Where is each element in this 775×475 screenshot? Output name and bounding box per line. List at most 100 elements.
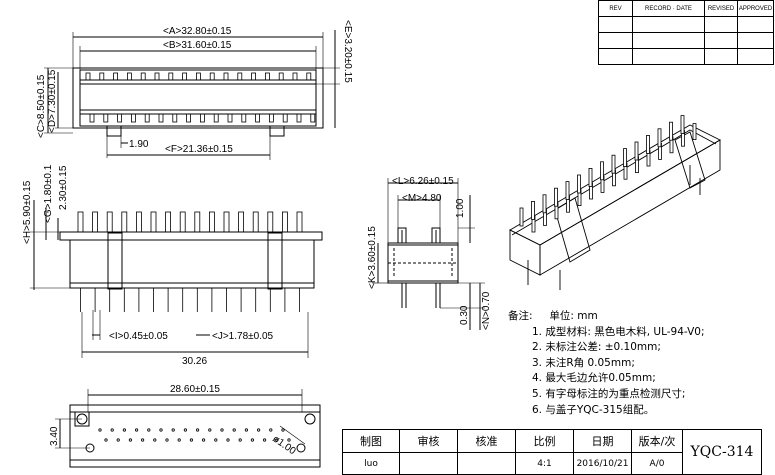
title-header-row: 制图 审核 核准 比例 日期 版本/次 YQC-314: [342, 429, 762, 475]
pin-top-row: [99, 72, 105, 81]
pin-bottom-row: [213, 113, 219, 123]
pin-bottom-row: [255, 113, 261, 123]
hole-upper: [135, 428, 139, 432]
scale-header: 比例: [515, 429, 574, 453]
pin-top-row: [154, 72, 160, 81]
date-header: 日期: [573, 429, 632, 453]
revision-cell: [632, 32, 705, 49]
hole-lower: [202, 438, 206, 442]
hole-lower: [214, 438, 218, 442]
dim-side-bottom: 0.30: [459, 305, 470, 325]
checked-by-header: 审核: [399, 429, 458, 453]
pin-upper: [252, 211, 259, 233]
revision-cell: [704, 16, 738, 33]
drawn-by-header: 制图: [342, 429, 400, 453]
dim-e: <E>3.20±0.15: [342, 20, 353, 83]
hole-upper: [220, 428, 224, 432]
iso-pin-front: [646, 134, 650, 154]
revision-cell: [632, 16, 705, 33]
pin-bottom-row: [227, 113, 233, 123]
pin-upper: [208, 211, 215, 233]
hole-upper: [122, 428, 127, 432]
bottom-view: [55, 389, 321, 468]
hole-upper: [183, 428, 187, 432]
iso-pin-front: [531, 200, 535, 220]
hole-lower: [226, 438, 230, 442]
isometric-view: [509, 115, 721, 290]
dim-i: <I>0.45±0.05: [109, 331, 168, 342]
side-view: [372, 178, 485, 330]
pin-upper: [106, 211, 113, 233]
revision-cell: [598, 48, 633, 65]
dim-k: <K>3.60±0.15: [367, 226, 378, 289]
version-header: 版本/次: [631, 429, 683, 453]
dim-pitch-small: 1.90: [129, 139, 149, 150]
hole-lower: [189, 438, 193, 442]
pin-bottom-row: [282, 113, 288, 123]
top-view: [44, 30, 340, 160]
dim-bottom-width: 28.60±0.15: [170, 384, 220, 395]
pin-upper: [150, 211, 157, 233]
hole-upper: [281, 428, 285, 432]
hole-lower: [250, 438, 254, 442]
iso-pin-front: [657, 128, 662, 148]
dim-hole: ø1.00: [270, 433, 298, 457]
iso-pin-front: [519, 207, 524, 227]
rev-header: REV: [598, 0, 633, 17]
date-value: 2016/10/21: [573, 452, 632, 475]
pin-upper: [223, 211, 230, 233]
pin-top-row: [237, 72, 243, 81]
pin-bottom-row: [89, 113, 95, 123]
revision-row: [598, 32, 774, 49]
dim-g2: 2.30±0.15: [58, 165, 69, 210]
revised-header: REVISED: [704, 0, 738, 17]
approved-by-value: [457, 452, 516, 475]
hole-upper: [269, 428, 273, 432]
hole-upper: [147, 428, 151, 432]
pin-upper: [165, 211, 172, 233]
revision-cell: [704, 32, 738, 49]
pin-bottom-row: [199, 113, 205, 123]
hole-lower: [128, 438, 132, 442]
notes-header: 备注: 单位: mm: [508, 309, 704, 325]
notes-block: 备注: 单位: mm 1. 成型材料: 黑色电木料, UL-94-V0; 2. …: [508, 309, 704, 418]
pin-upper: [121, 211, 128, 233]
hole-lower: [275, 438, 279, 442]
pin-bottom-row: [241, 113, 247, 123]
pin-upper: [238, 211, 245, 233]
pin-upper: [135, 211, 142, 233]
notes-unit: 单位: mm: [549, 310, 598, 322]
pin-bottom-row: [117, 113, 122, 123]
notes-list: 1. 成型材料: 黑色电木料, UL-94-V0; 2. 未标注公差: ±0.1…: [532, 325, 704, 419]
hole-lower: [262, 438, 267, 442]
revision-cell: [704, 48, 738, 65]
dim-n: <N>0.70: [481, 291, 492, 330]
note-item: 2. 未标注公差: ±0.10mm;: [532, 341, 661, 354]
pin-top-row: [127, 72, 132, 81]
note-item: 6. 与盖子YQC-315组配。: [532, 403, 655, 416]
pin-bottom-row: [103, 113, 109, 123]
hole-upper: [110, 428, 114, 432]
revision-cell: [598, 32, 633, 49]
pin-bottom-row: [130, 113, 136, 123]
hole-upper: [196, 428, 200, 432]
iso-pin-front: [554, 187, 558, 207]
iso-pin-front: [623, 148, 627, 168]
pin-upper: [267, 211, 274, 233]
pin-bottom-row: [296, 113, 302, 123]
pin-upper: [77, 211, 84, 233]
pin-bottom-row: [268, 113, 274, 123]
dim-total: 30.26: [182, 356, 207, 367]
dim-j: <J>1.78±0.05: [212, 331, 274, 342]
pin-upper: [92, 211, 98, 233]
hole-lower: [116, 438, 120, 442]
hole-lower: [153, 438, 157, 442]
dim-a: <A>32.80±0.15: [163, 26, 232, 37]
pin-upper: [281, 211, 288, 233]
pin-upper: [179, 211, 186, 233]
iso-pin-back: [692, 123, 697, 140]
dim-l: <L>6.26±0.15: [392, 176, 454, 187]
pin-top-row: [113, 72, 118, 81]
note-item: 3. 未注R角 0.05mm;: [532, 356, 635, 369]
note-item: 1. 成型材料: 黑色电木料, UL-94-V0;: [532, 325, 705, 338]
